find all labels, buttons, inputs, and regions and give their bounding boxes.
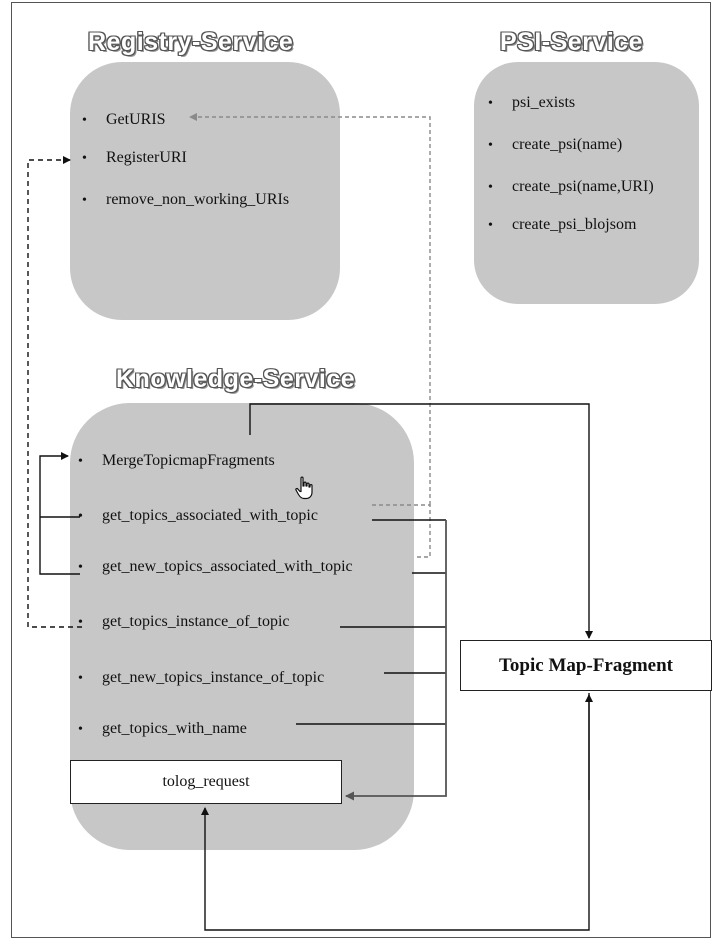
list-item: • get_new_topics_instance_of_topic (78, 668, 324, 689)
item-label: MergeTopicmapFragments (102, 452, 275, 469)
list-item: • get_topics_instance_of_topic (78, 612, 290, 633)
bullet-icon: • (82, 193, 87, 208)
bullet-icon: • (82, 113, 87, 128)
list-item: • GetURIS (82, 110, 166, 131)
item-label: psi_exists (512, 94, 576, 111)
item-label: get_new_topics_associated_with_topic (102, 558, 353, 575)
list-item: • psi_exists (488, 93, 575, 114)
list-item: • create_psi(name,URI) (488, 177, 654, 198)
item-label: GetURIS (106, 111, 166, 128)
diagram-frame (11, 2, 711, 938)
tolog-request-box: tolog_request (70, 760, 342, 804)
item-label: create_psi(name) (512, 136, 623, 153)
psi-service-panel (474, 62, 699, 304)
list-item: • RegisterURI (82, 148, 187, 169)
bullet-icon: • (78, 509, 83, 524)
bullet-icon: • (78, 615, 83, 630)
bullet-icon: • (488, 218, 493, 233)
item-label: remove_non_working_URIs (106, 191, 290, 208)
item-label: get_topics_with_name (102, 720, 247, 737)
psi-service-title: PSI-Service (500, 28, 644, 56)
bullet-icon: • (78, 671, 83, 686)
bullet-icon: • (78, 454, 83, 469)
bullet-icon: • (82, 151, 87, 166)
item-label: get_topics_associated_with_topic (102, 507, 318, 524)
item-label: get_topics_instance_of_topic (102, 613, 290, 630)
list-item: • create_psi_blojsom (488, 215, 636, 236)
list-item: • remove_non_working_URIs (82, 190, 289, 211)
bullet-icon: • (78, 560, 83, 575)
item-label: create_psi_blojsom (512, 216, 637, 233)
list-item: • get_new_topics_associated_with_topic (78, 557, 353, 578)
bullet-icon: • (488, 180, 493, 195)
list-item: • create_psi(name) (488, 135, 622, 156)
list-item: • get_topics_associated_with_topic (78, 506, 318, 527)
bullet-icon: • (488, 138, 493, 153)
item-label: get_new_topics_instance_of_topic (102, 669, 325, 686)
hand-pointer-icon (295, 476, 313, 500)
registry-service-title: Registry-Service (88, 28, 294, 56)
knowledge-service-title: Knowledge-Service (116, 365, 356, 393)
bullet-icon: • (488, 96, 493, 111)
topic-map-fragment-box: Topic Map-Fragment (460, 640, 712, 691)
item-label: create_psi(name,URI) (512, 178, 654, 195)
item-label: RegisterURI (106, 149, 187, 166)
bullet-icon: • (78, 722, 83, 737)
list-item: • MergeTopicmapFragments (78, 451, 275, 472)
list-item: • get_topics_with_name (78, 719, 247, 740)
